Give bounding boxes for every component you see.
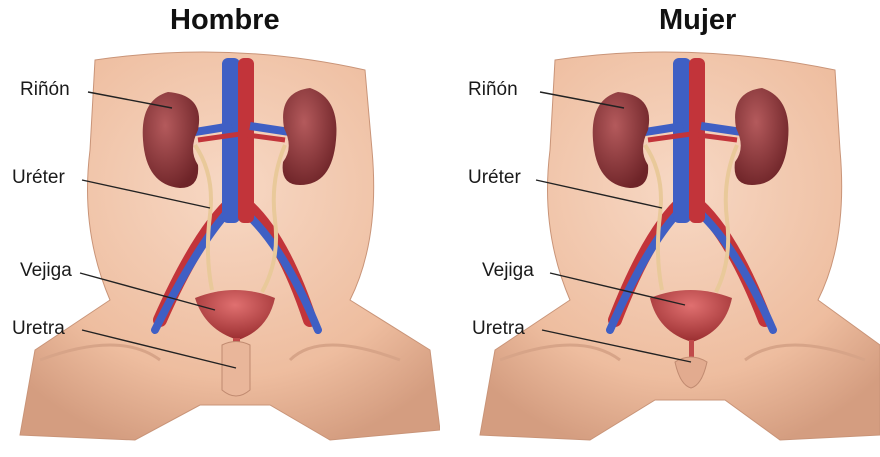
vena-cava (222, 58, 240, 223)
aorta (238, 58, 254, 223)
male-kidney-label: Riñón (20, 79, 70, 101)
female-kidney-label: Riñón (468, 79, 518, 101)
male-bladder-label: Vejiga (20, 260, 72, 282)
female-urethra-label: Uretra (472, 318, 525, 340)
female-anatomy-illustration (440, 0, 880, 457)
female-panel: Mujer (440, 0, 880, 457)
penis (222, 342, 250, 397)
vena-cava (673, 58, 691, 223)
female-bladder-label: Vejiga (482, 260, 534, 282)
male-panel: Hombre (0, 0, 440, 457)
female-ureter-label: Uréter (468, 167, 521, 189)
male-ureter-label: Uréter (12, 167, 65, 189)
male-anatomy-illustration (0, 0, 440, 457)
male-urethra-label: Uretra (12, 318, 65, 340)
aorta (689, 58, 705, 223)
